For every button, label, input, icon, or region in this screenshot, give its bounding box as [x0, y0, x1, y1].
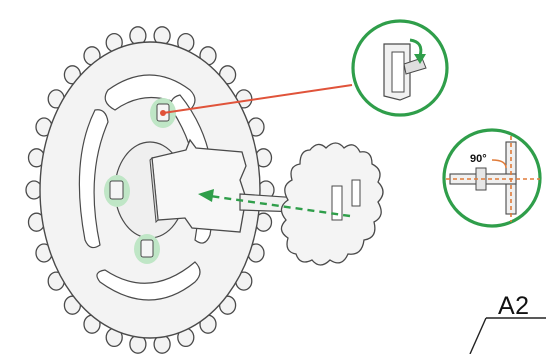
step-label-pointer [470, 318, 486, 354]
small-gear-slot-2 [352, 180, 360, 206]
perpendicular-angle-icon: 90° [444, 130, 540, 226]
step-label: A2 [498, 292, 530, 321]
tab-mid [110, 181, 123, 199]
tab-bottom [141, 240, 153, 257]
angle-label: 90° [470, 153, 487, 165]
small-gear [281, 143, 383, 265]
tab-fold-arrow-icon [353, 21, 447, 115]
